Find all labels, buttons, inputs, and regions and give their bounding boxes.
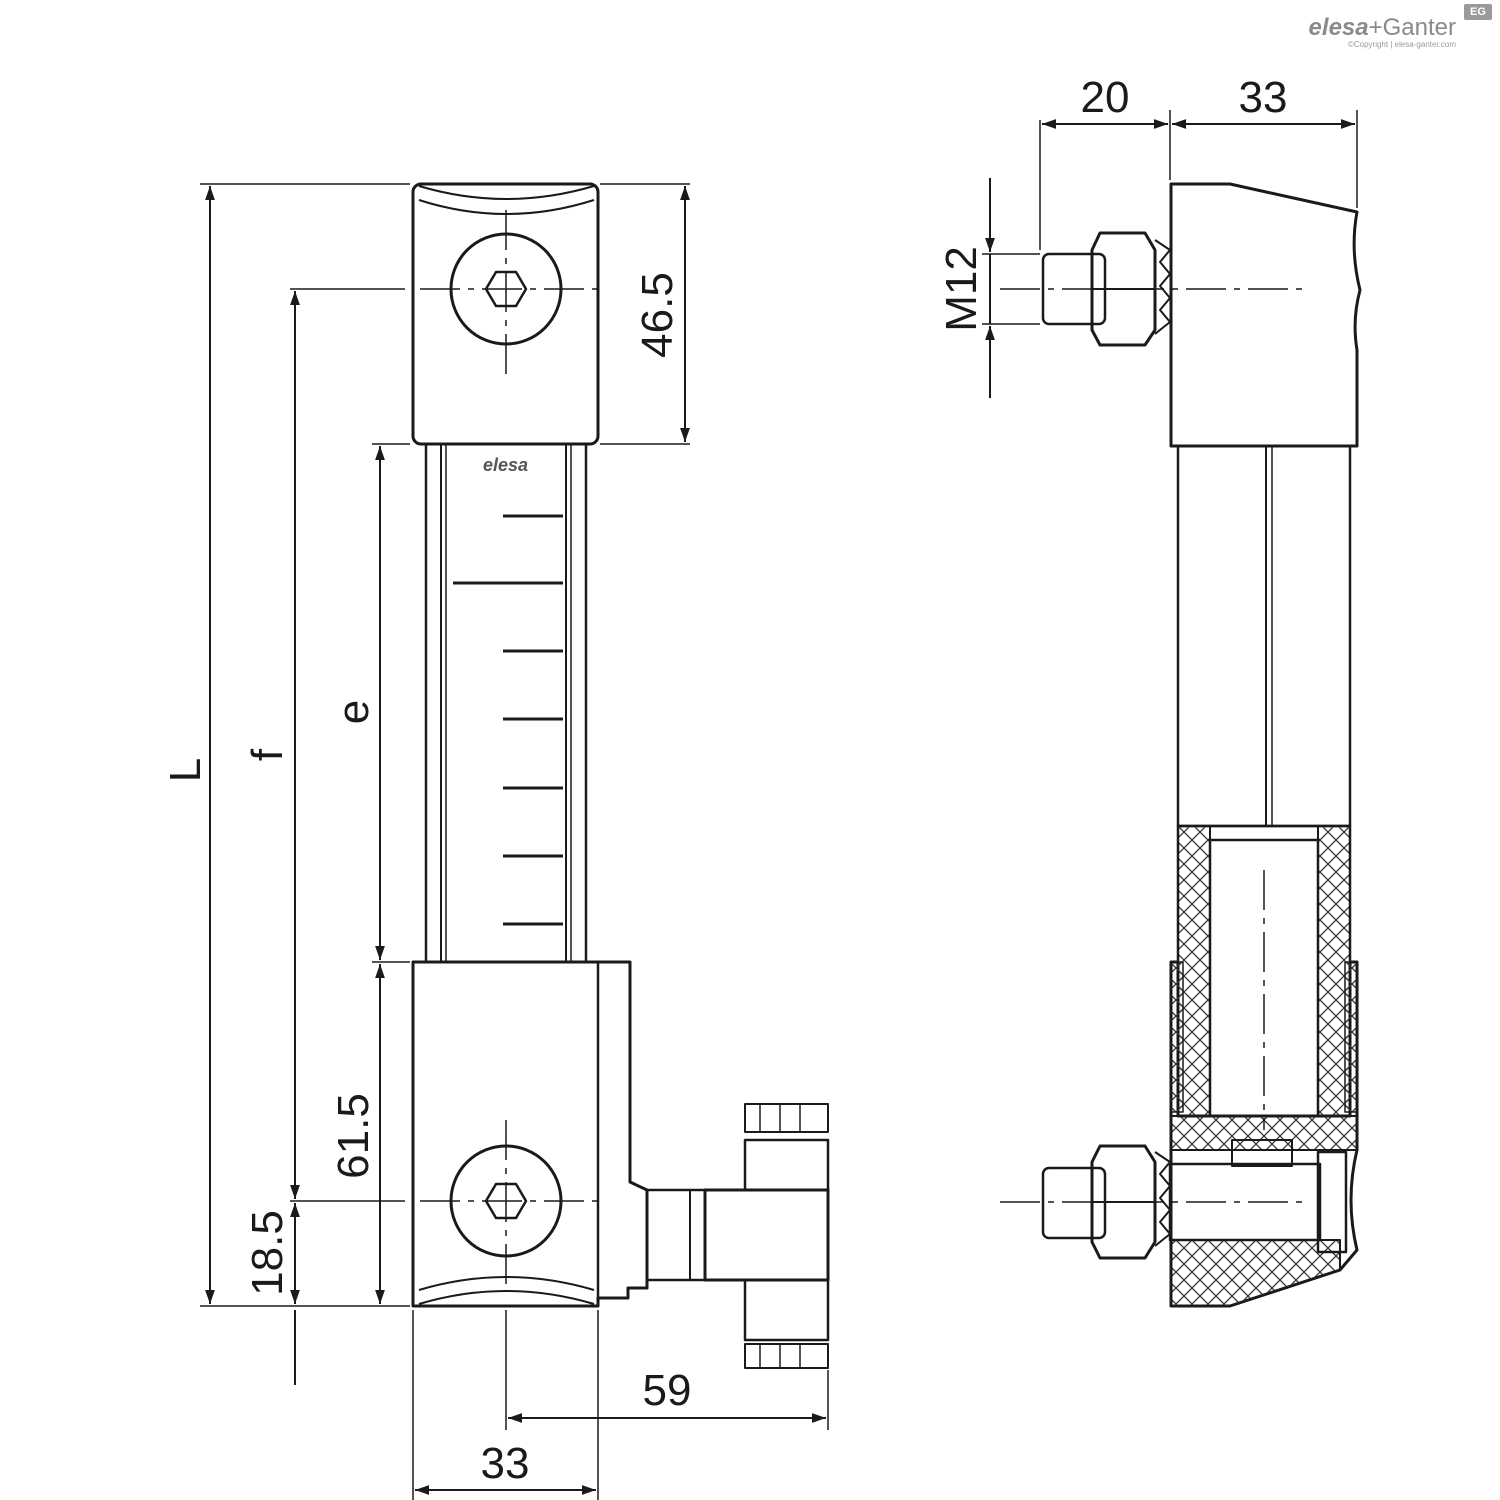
front-view <box>411 182 830 1369</box>
brand-mark-icon: EG <box>1464 4 1492 20</box>
dim-59: 59 <box>643 1366 692 1415</box>
brand-name: elesa+Ganter <box>1308 14 1456 41</box>
dim-f: f <box>243 748 292 761</box>
side-center-lines <box>1000 288 1310 1203</box>
dim-33-front: 33 <box>481 1439 530 1488</box>
dim-m12: M12 <box>937 246 986 332</box>
dim-e: e <box>329 700 378 724</box>
side-bottom-bolt <box>1041 1139 1348 1260</box>
level-scale <box>453 514 563 926</box>
side-view <box>1041 182 1362 1308</box>
side-tube <box>1176 444 1352 828</box>
side-dimension-labels: 20 33 M12 <box>937 73 1287 332</box>
bottom-head-block <box>411 960 649 1308</box>
body-logo: elesa <box>483 455 528 475</box>
dim-L: L <box>161 758 210 782</box>
dim-18-5: 18.5 <box>243 1210 292 1296</box>
side-dimension-lines <box>982 110 1358 398</box>
dim-46-5: 46.5 <box>633 272 682 358</box>
side-top-head <box>1169 182 1362 448</box>
front-dimension-lines <box>205 186 826 1495</box>
dim-20: 20 <box>1081 73 1130 122</box>
dim-61-5: 61.5 <box>329 1093 378 1179</box>
brand-copyright: ©Copyright | elesa-ganter.com <box>1347 40 1456 49</box>
drain-valve <box>645 1103 830 1369</box>
front-dimension-labels: L f e 61.5 18.5 46.5 33 59 <box>161 272 691 1488</box>
side-top-bolt <box>1041 231 1171 347</box>
brand-logo: elesa+Ganter ©Copyright | elesa-ganter.c… <box>1309 14 1456 49</box>
front-extension-lines <box>200 183 829 1500</box>
sight-tube <box>424 442 588 964</box>
dim-33-side: 33 <box>1239 73 1288 122</box>
front-center-lines <box>420 210 600 1290</box>
